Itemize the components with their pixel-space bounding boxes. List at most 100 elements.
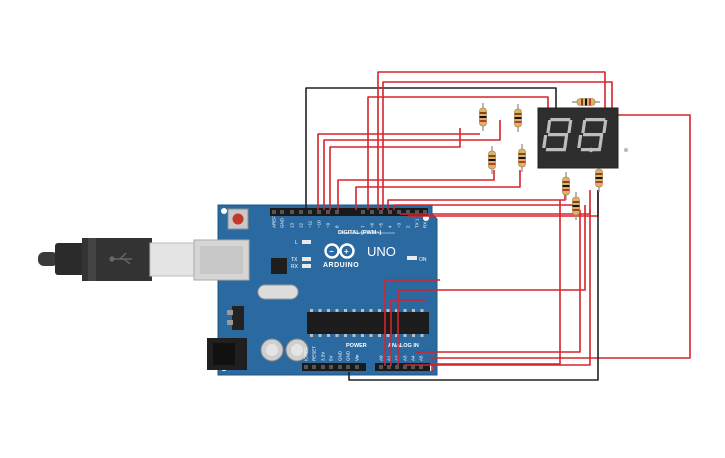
power-pin-label: GND	[338, 350, 343, 361]
chip-pin	[386, 309, 390, 312]
resistor[interactable]	[488, 146, 496, 174]
digital-pin-hole[interactable]	[370, 210, 374, 214]
power-pin-hole[interactable]	[338, 365, 342, 369]
power-pin-label: IOREF	[304, 347, 309, 361]
analog-pin-hole[interactable]	[403, 365, 407, 369]
digital-pin-hole[interactable]	[406, 210, 410, 214]
analog-pin-hole[interactable]	[411, 365, 415, 369]
analog-pin-label: A0	[379, 355, 384, 361]
resistor[interactable]	[572, 192, 580, 220]
digital-pin-hole[interactable]	[290, 210, 294, 214]
chip-pin	[412, 334, 415, 337]
analog-pin-hole[interactable]	[379, 365, 383, 369]
digital-pin-hole[interactable]	[335, 210, 339, 214]
digital-pin-hole[interactable]	[397, 210, 401, 214]
chip-pin	[310, 334, 313, 337]
chip-pin	[344, 334, 347, 337]
chip-pin	[318, 309, 322, 312]
wire[interactable]	[348, 190, 599, 381]
power-pin-hole[interactable]	[346, 365, 350, 369]
usb-cable-strain	[55, 243, 85, 275]
atmega-chip	[307, 312, 429, 334]
wire[interactable]	[408, 190, 599, 217]
wire[interactable]	[377, 71, 606, 210]
power-pin-hole[interactable]	[329, 365, 333, 369]
wire[interactable]	[317, 133, 480, 210]
analog-pin-hole[interactable]	[387, 365, 391, 369]
power-header[interactable]	[302, 363, 366, 371]
chip-pin	[420, 309, 424, 312]
analog-pin-label: A2	[395, 355, 400, 361]
digital-pin-label: ~9	[326, 222, 331, 228]
resistor[interactable]	[514, 104, 522, 132]
power-pin-hole[interactable]	[355, 365, 359, 369]
digital-pin-hole[interactable]	[379, 210, 383, 214]
wires[interactable]	[305, 71, 691, 381]
power-pin-hole[interactable]	[321, 365, 325, 369]
wire[interactable]	[329, 128, 461, 210]
digital-pin-hole[interactable]	[272, 210, 276, 214]
wire[interactable]	[384, 279, 440, 366]
wire[interactable]	[305, 87, 557, 210]
wire[interactable]	[382, 81, 613, 210]
digital-pin-hole[interactable]	[299, 210, 303, 214]
digital-pin-label: 4	[388, 225, 393, 228]
wire[interactable]	[323, 120, 501, 210]
resistor[interactable]	[562, 172, 570, 200]
chip-pin	[352, 334, 356, 337]
resistor[interactable]	[595, 164, 603, 192]
digital-pin-label: ~5	[379, 222, 384, 228]
digital-pin-hole[interactable]	[308, 210, 312, 214]
seven-segment-display[interactable]	[537, 107, 629, 169]
wire[interactable]	[404, 210, 591, 366]
digital-pin-hole[interactable]	[388, 210, 392, 214]
led-l	[302, 240, 311, 244]
wire[interactable]	[337, 170, 495, 210]
wire[interactable]	[431, 200, 561, 372]
wire[interactable]	[415, 210, 581, 353]
resistor[interactable]	[572, 98, 600, 106]
analog-header[interactable]	[375, 363, 430, 371]
chip-pin	[395, 334, 398, 337]
reset-button[interactable]	[232, 213, 244, 225]
digital-pin-hole[interactable]	[361, 210, 365, 214]
model-label: UNO	[367, 244, 396, 259]
digital-pin-hole[interactable]	[326, 210, 330, 214]
power-pin-label: 3.3V	[321, 352, 326, 361]
wire[interactable]	[367, 96, 549, 210]
power-pin-hole[interactable]	[312, 365, 316, 369]
chip-pin	[327, 334, 330, 337]
led-on-label: ON	[419, 257, 427, 263]
digital-pin-label: 8	[335, 225, 340, 228]
svg-text:−: −	[329, 247, 334, 256]
power-pin-label: Vin	[355, 354, 360, 361]
usb-cable[interactable]	[38, 238, 196, 281]
digital-label: DIGITAL (PWM~)	[338, 230, 382, 236]
resistors[interactable]	[479, 98, 603, 221]
chip-pin	[361, 334, 364, 337]
digital-pin-hole[interactable]	[280, 210, 284, 214]
power-pin-label: GND	[346, 350, 351, 361]
resistor[interactable]	[479, 103, 487, 131]
digital-pin-label: ~10	[317, 220, 322, 228]
led-on	[407, 256, 417, 260]
power-pin-hole[interactable]	[304, 365, 308, 369]
analog-label: ANALOG IN	[388, 343, 419, 349]
analog-pin-hole[interactable]	[419, 365, 423, 369]
digital-header[interactable]	[270, 208, 428, 216]
analog-pin-label: A4	[411, 355, 416, 361]
chip-pin	[395, 309, 398, 312]
digital-pin-hole[interactable]	[423, 210, 427, 214]
digital-pin-hole[interactable]	[415, 210, 419, 214]
analog-pin-hole[interactable]	[395, 365, 399, 369]
chip-pin	[386, 334, 390, 337]
resistor[interactable]	[518, 144, 526, 172]
chip-pin	[310, 309, 313, 312]
wire[interactable]	[390, 299, 425, 366]
wire[interactable]	[397, 205, 586, 366]
chip-pin	[344, 309, 347, 312]
wire[interactable]	[355, 170, 521, 210]
led-tx-label: TX	[291, 257, 298, 263]
digital-pin-hole[interactable]	[317, 210, 321, 214]
